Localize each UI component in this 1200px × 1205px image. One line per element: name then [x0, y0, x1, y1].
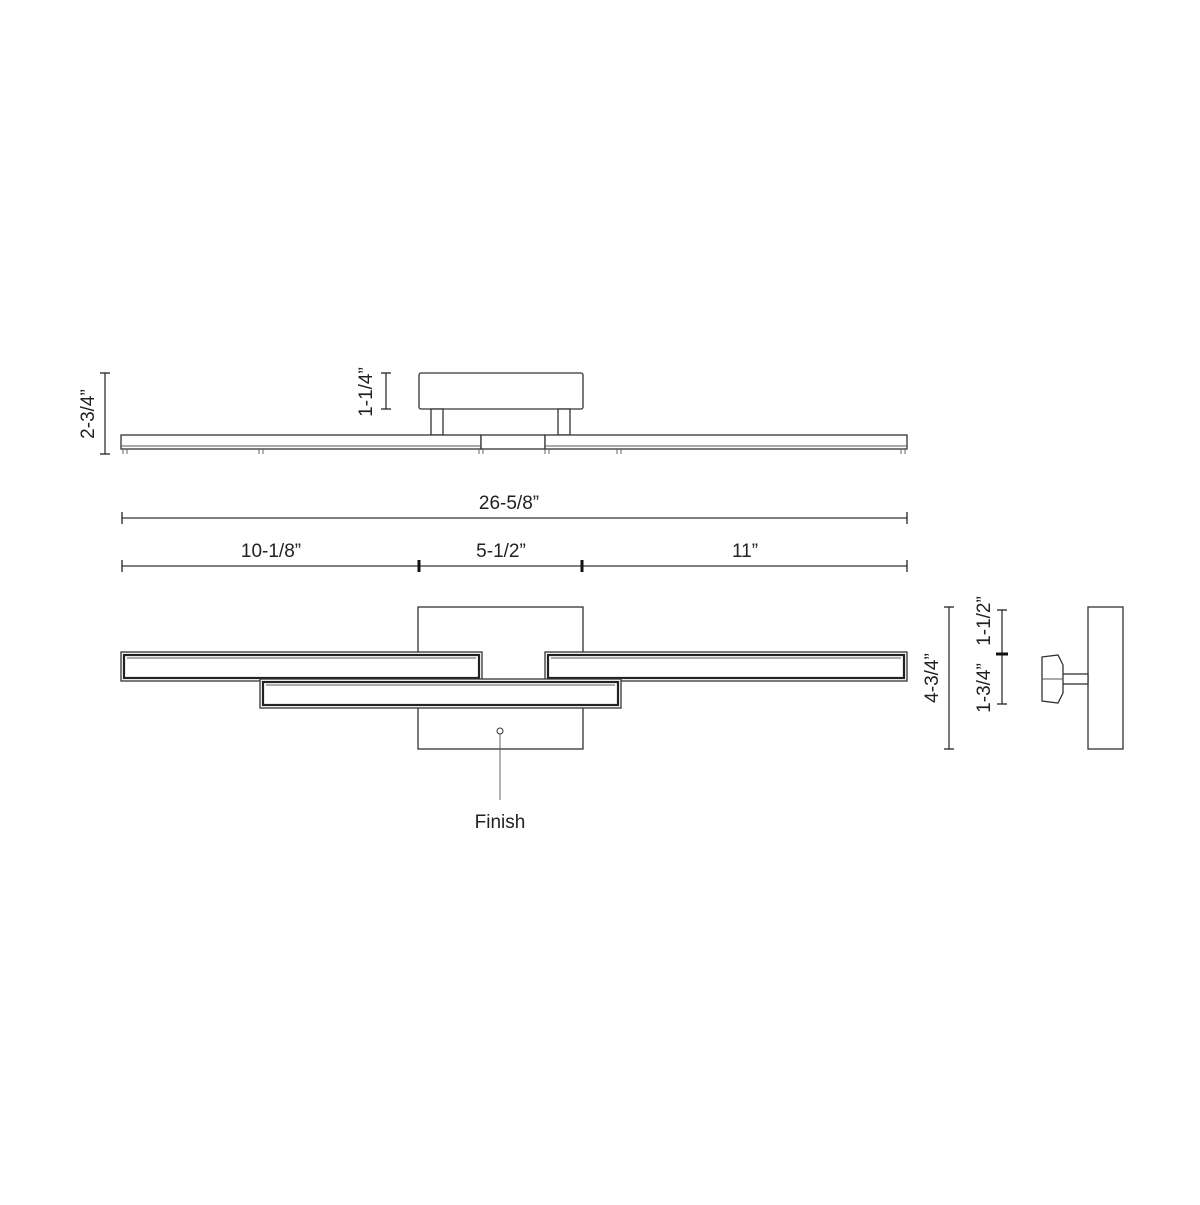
- front-bar-lower: [259, 678, 622, 709]
- width-dimensions: 26-5/8” 10-1/8” 5-1/2” 11”: [121, 493, 908, 572]
- dim-right-segment: 11”: [732, 541, 758, 562]
- top-stem-left: [430, 408, 444, 436]
- front-bar-right: [544, 651, 908, 682]
- finish-point: [496, 727, 504, 735]
- top-canopy: [418, 372, 584, 410]
- dim-overall-width: 26-5/8”: [479, 493, 539, 514]
- front-view: Finish 4-3/4”: [120, 606, 954, 833]
- finish-label: Finish: [475, 812, 526, 833]
- dim-canopy-height: 1-1/4”: [356, 367, 377, 417]
- dim-middle-segment: 5-1/2”: [476, 541, 526, 562]
- dim-profile-bottom: 1-3/4”: [974, 663, 995, 713]
- dim-left-segment: 10-1/8”: [241, 541, 301, 562]
- top-bar-middle: [480, 434, 546, 450]
- top-bar-right: [544, 434, 908, 450]
- top-stem-right: [557, 408, 571, 436]
- dim-front-height: 4-3/4”: [922, 653, 943, 703]
- front-bar-left: [120, 651, 483, 682]
- top-bar-left: [120, 434, 482, 450]
- profile-wallplate: [1087, 606, 1124, 750]
- profile-view: 1-1/2” 1-3/4”: [974, 596, 1124, 750]
- dim-overall-height-side: 2-3/4”: [78, 389, 99, 439]
- profile-arm: [1061, 673, 1089, 685]
- top-view: 2-3/4” 1-1/4”: [78, 367, 908, 455]
- dim-profile-top: 1-1/2”: [974, 596, 995, 646]
